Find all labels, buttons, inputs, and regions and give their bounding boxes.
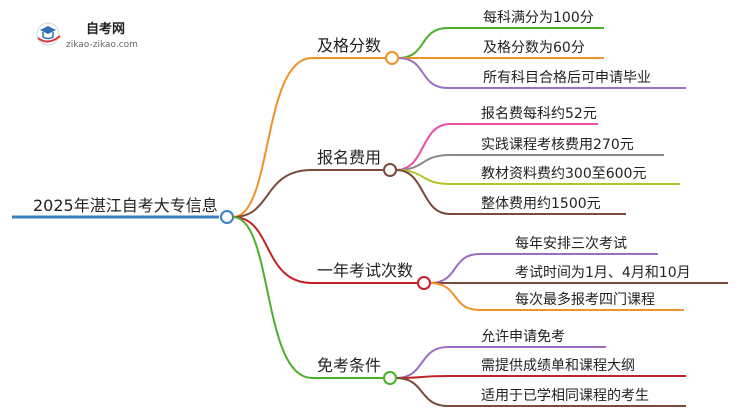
leaf-connector bbox=[395, 377, 449, 407]
branch-connector bbox=[232, 169, 313, 218]
branch-connector bbox=[232, 57, 313, 218]
logo-url: zikao-zikao.com bbox=[66, 40, 138, 50]
branch-label[interactable]: 免考条件 bbox=[317, 356, 381, 375]
leaf-connector bbox=[395, 346, 449, 379]
leaf-label[interactable]: 所有科目合格后可申请毕业 bbox=[483, 70, 651, 86]
leaf-connector bbox=[429, 282, 481, 311]
leaf-connector bbox=[395, 169, 451, 215]
branch-node[interactable] bbox=[383, 163, 397, 177]
site-logo[interactable]: 自考网 zikao-zikao.com bbox=[36, 21, 138, 50]
leaf-label[interactable]: 每年安排三次考试 bbox=[515, 236, 627, 252]
branch-label[interactable]: 及格分数 bbox=[317, 36, 381, 55]
leaf-label[interactable]: 允许申请免考 bbox=[481, 329, 565, 345]
branch-connector bbox=[232, 216, 313, 284]
branch-node[interactable] bbox=[383, 371, 397, 385]
branch-node[interactable] bbox=[417, 276, 431, 290]
leaf-label[interactable]: 考试时间为1月、4月和10月 bbox=[515, 265, 691, 281]
leaf-label[interactable]: 教材资料费约300至600元 bbox=[481, 166, 646, 182]
leaf-connector bbox=[397, 27, 449, 59]
mindmap-links bbox=[232, 27, 728, 407]
branch-label[interactable]: 报名费用 bbox=[317, 148, 381, 167]
root-node[interactable] bbox=[220, 210, 234, 224]
logo-swoosh-icon bbox=[37, 35, 61, 43]
leaf-connector bbox=[429, 253, 481, 284]
branch-node[interactable] bbox=[385, 51, 399, 65]
graduation-cap-icon bbox=[40, 26, 56, 34]
leaf-connector bbox=[397, 57, 449, 89]
root-label[interactable]: 2025年湛江自考大专信息 bbox=[33, 196, 218, 215]
leaf-label[interactable]: 每次最多报考四门课程 bbox=[515, 291, 655, 308]
logo-name: 自考网 bbox=[86, 21, 125, 37]
leaf-label[interactable]: 整体费用约1500元 bbox=[481, 196, 601, 212]
leaf-label[interactable]: 实践课程考核费用270元 bbox=[481, 137, 634, 153]
leaf-label[interactable]: 适用于已学相同课程的考生 bbox=[481, 388, 649, 404]
branch-label[interactable]: 一年考试次数 bbox=[317, 261, 413, 280]
leaf-label[interactable]: 及格分数为60分 bbox=[483, 40, 585, 56]
leaf-connector bbox=[395, 123, 451, 171]
leaf-label[interactable]: 报名费每科约52元 bbox=[481, 106, 597, 122]
branch-connector bbox=[232, 216, 313, 379]
leaf-label[interactable]: 需提供成绩单和课程大纲 bbox=[481, 358, 635, 374]
leaf-label[interactable]: 每科满分为100分 bbox=[483, 10, 594, 26]
